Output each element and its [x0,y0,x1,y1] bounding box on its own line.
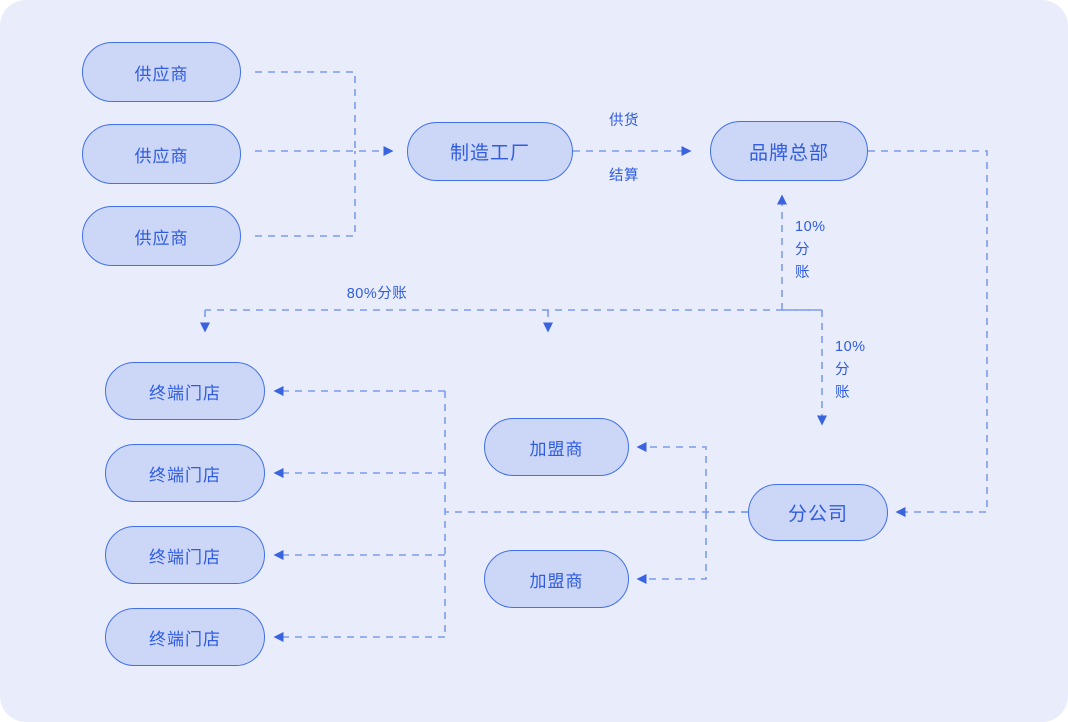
wire-supplier1-to-bus [255,71,356,151]
node-store-2[interactable]: 终端门店 [105,444,265,502]
node-label: 终端门店 [149,547,221,567]
wire-hq-to-branch [868,150,988,517]
node-label: 分公司 [787,504,848,525]
node-label: 终端门店 [149,465,221,485]
node-branch[interactable]: 分公司 [748,484,888,541]
wire-branch-to-franchisee1 [636,442,748,513]
node-store-3[interactable]: 终端门店 [105,526,265,584]
node-label: 供应商 [134,64,189,84]
node-label: 品牌总部 [748,142,829,164]
edge-label-branch-share: 10% 分 账 [835,339,866,401]
node-headquarters[interactable]: 品牌总部 [710,121,868,181]
node-label: 终端门店 [149,629,221,649]
node-factory[interactable]: 制造工厂 [407,122,573,181]
wire-supplier3-to-bus [255,151,356,237]
node-label: 终端门店 [149,383,221,403]
node-store-4[interactable]: 终端门店 [105,608,265,666]
node-supplier-2[interactable]: 供应商 [82,124,241,184]
node-supplier-1[interactable]: 供应商 [82,42,241,102]
node-label: 供应商 [134,228,189,248]
edge-label-store-share: 80%分账 [346,286,408,302]
node-label: 制造工厂 [449,143,530,164]
node-label: 加盟商 [529,439,584,459]
edge-label-hq-share: 10% 分 账 [795,219,826,281]
node-franchisee-1[interactable]: 加盟商 [484,418,629,476]
node-label: 供应商 [134,146,189,166]
wire-branch-to-franchisee2 [636,512,707,584]
edge-label-supply: 供货 [609,113,639,129]
node-franchisee-2[interactable]: 加盟商 [484,550,629,608]
node-store-1[interactable]: 终端门店 [105,362,265,420]
edge-label-settlement: 结算 [609,168,639,184]
node-label: 加盟商 [529,571,584,591]
node-supplier-3[interactable]: 供应商 [82,206,241,266]
